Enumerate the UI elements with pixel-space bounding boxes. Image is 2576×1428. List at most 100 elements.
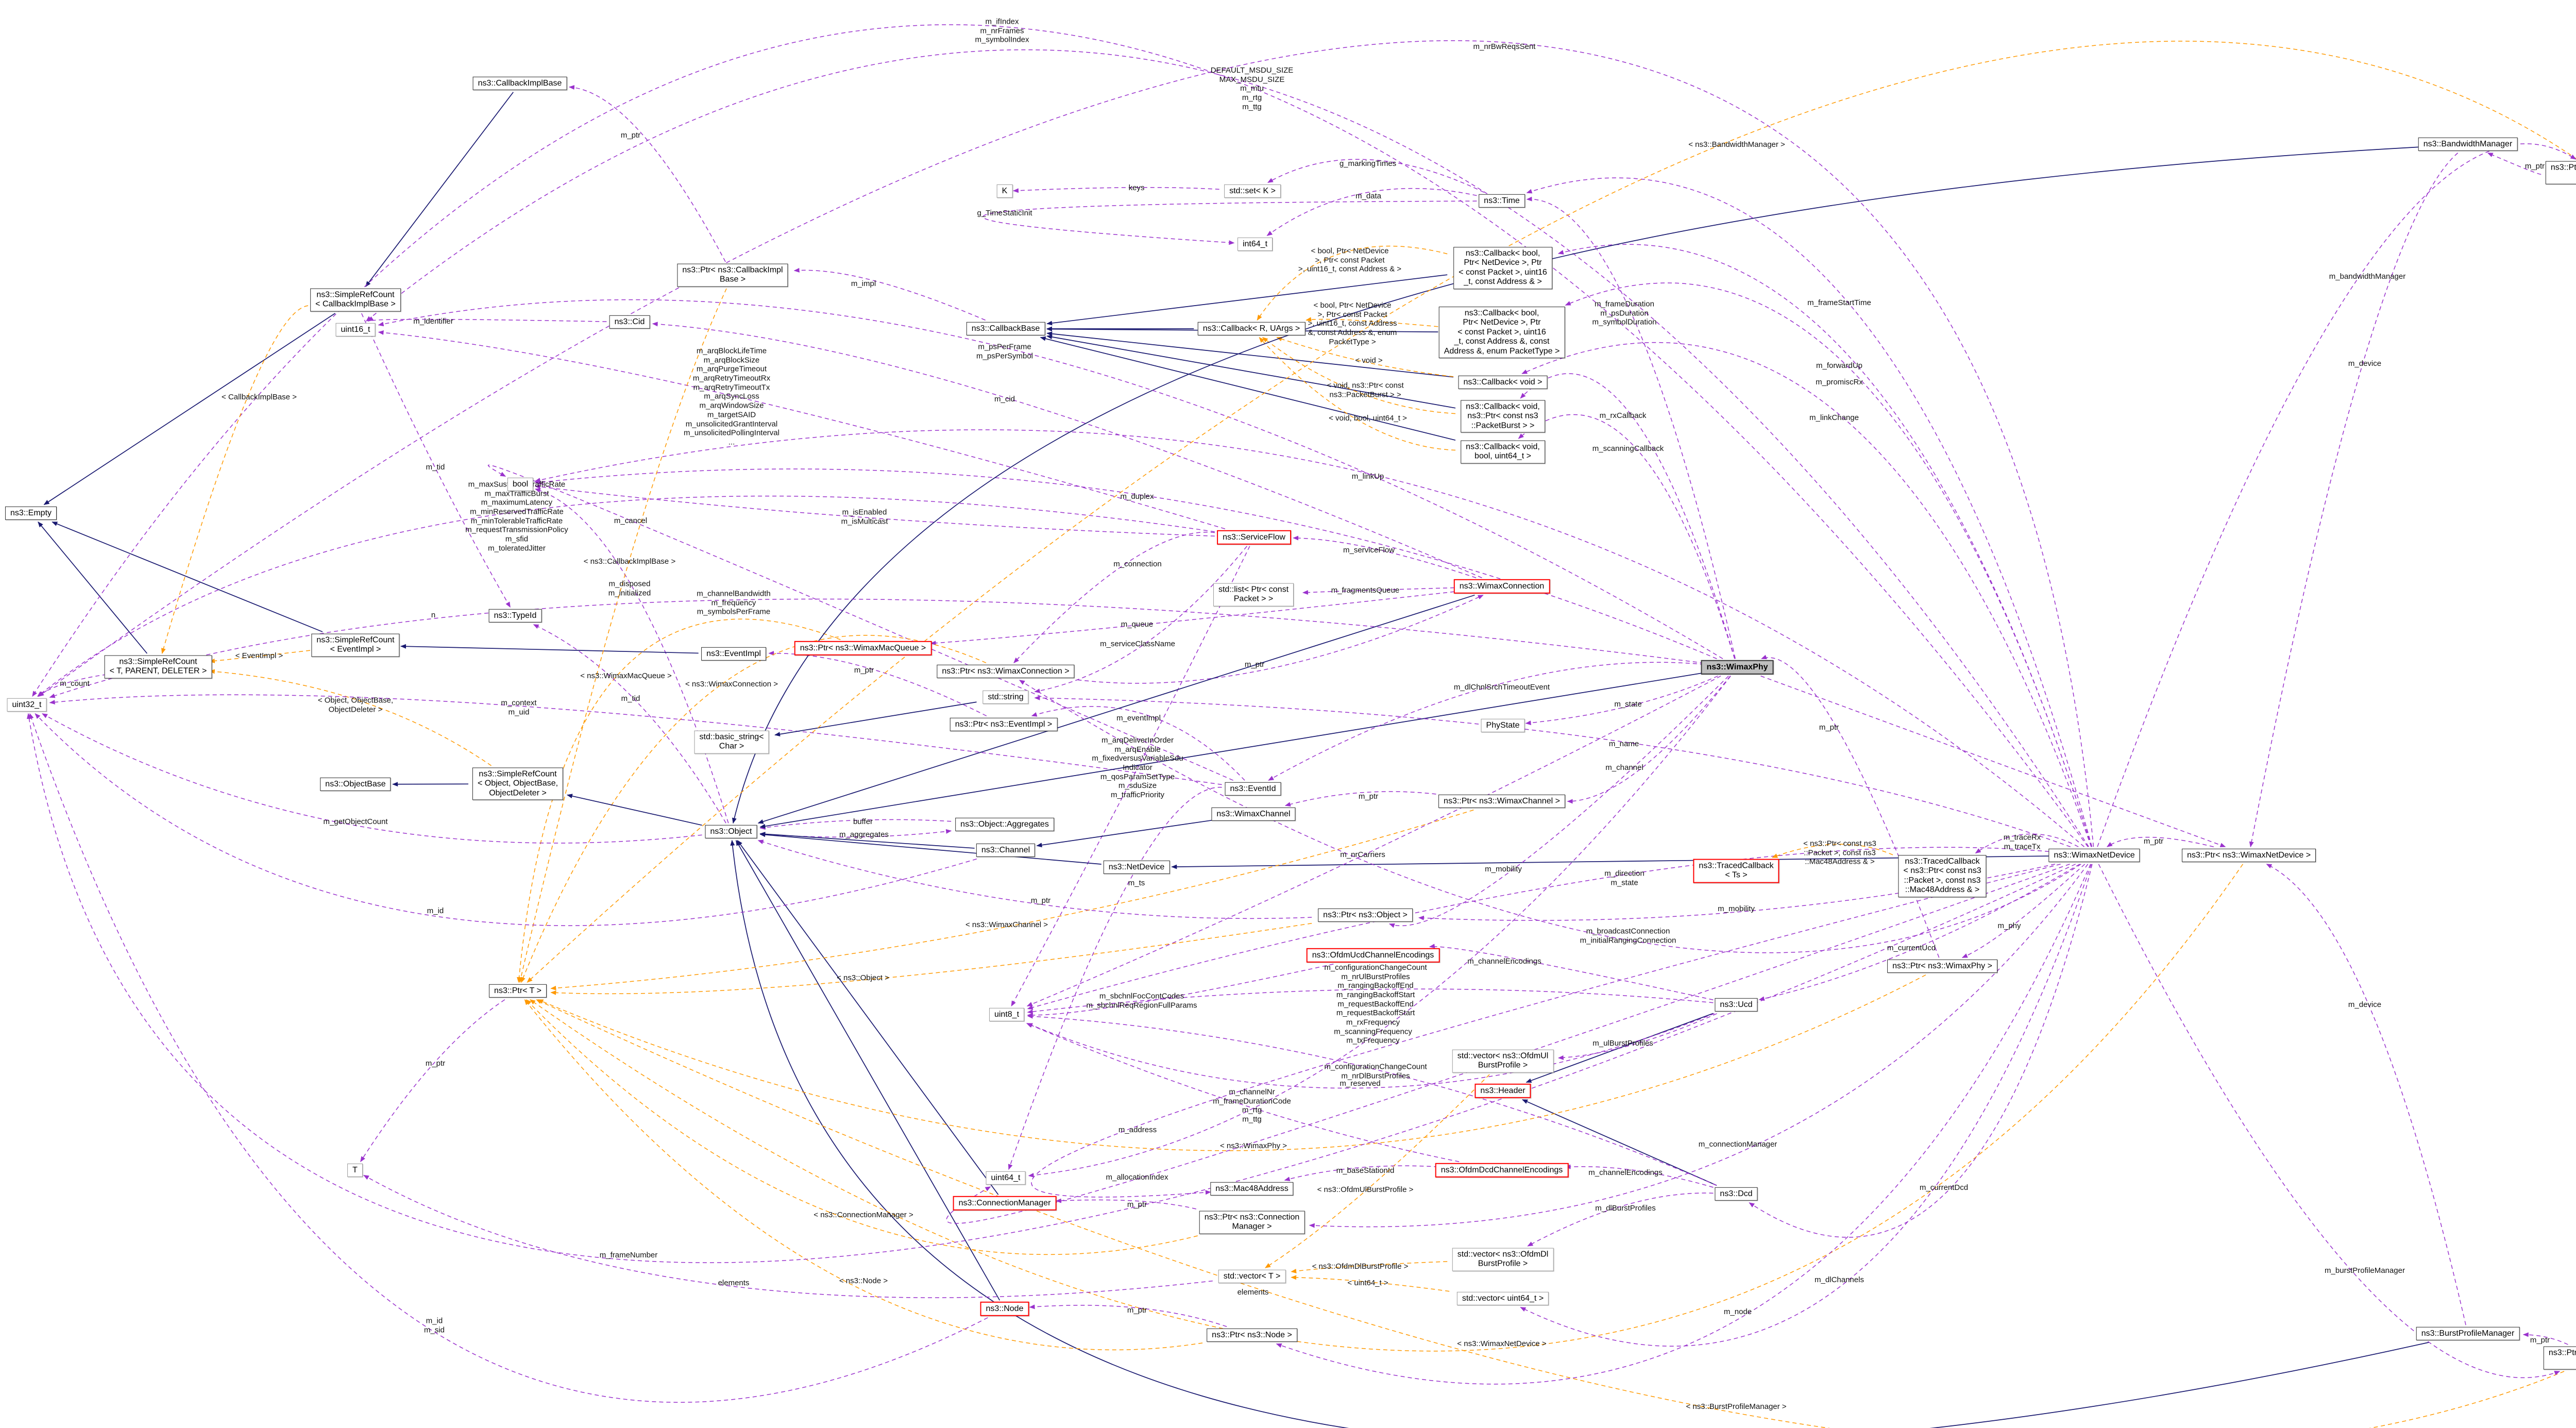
node-ptrBWM[interactable]: ns3::Ptr< ns3::Bandwidth Manager >	[2545, 161, 2576, 184]
node-ptrWMQ[interactable]: ns3::Ptr< ns3::WimaxMacQueue >	[794, 641, 932, 656]
node-channel[interactable]: ns3::Channel	[976, 843, 1036, 858]
node-string[interactable]: std::string	[982, 690, 1029, 704]
node-objBase[interactable]: ns3::ObjectBase	[320, 777, 391, 792]
edge-wmxPhy-uint64	[1028, 676, 1731, 1178]
node-ptrNode[interactable]: ns3::Ptr< ns3::Node >	[1207, 1328, 1297, 1342]
node-cb2[interactable]: ns3::Callback< bool, Ptr< NetDevice >, P…	[1438, 307, 1565, 358]
node-dcd[interactable]: ns3::Dcd	[1715, 1187, 1758, 1201]
edge-evId-bool	[487, 464, 1233, 781]
node-bwm[interactable]: ns3::BandwidthManager	[2418, 137, 2518, 152]
node-tcPM[interactable]: ns3::TracedCallback < ns3::Ptr< const ns…	[1898, 855, 1987, 897]
node-obj[interactable]: ns3::Object	[705, 825, 757, 839]
edge-vecDl-vecT	[1291, 1261, 1448, 1273]
edge-cbbu-cbBase	[1040, 336, 1456, 441]
node-evImpl[interactable]: ns3::EventImpl	[701, 647, 766, 661]
node-ptrT[interactable]: ns3::Ptr< T >	[489, 984, 547, 998]
edge-ofdmUcd-uint8	[1027, 964, 1334, 1018]
node-node[interactable]: ns3::Node	[980, 1301, 1029, 1317]
node-K[interactable]: K	[996, 184, 1013, 198]
node-ofdmUcd[interactable]: ns3::OfdmUcdChannelEncodings	[1306, 948, 1440, 963]
node-uint16[interactable]: uint16_t	[335, 323, 376, 337]
node-vecT[interactable]: std::vector< T >	[1218, 1269, 1286, 1284]
edge-wnd-ptrBWM	[2097, 143, 2576, 847]
node-typeid[interactable]: ns3::TypeId	[488, 609, 542, 623]
node-srcObj[interactable]: ns3::SimpleRefCount < Object, ObjectBase…	[472, 767, 564, 800]
node-setK[interactable]: std::set< K >	[1224, 184, 1281, 198]
node-cbv[interactable]: ns3::Callback< void >	[1458, 375, 1548, 390]
node-ptrBPM[interactable]: ns3::Ptr< ns3::BurstProfile Manager >	[2543, 1346, 2576, 1370]
node-objAgg[interactable]: ns3::Object::Aggregates	[955, 817, 1054, 832]
node-wmxConn[interactable]: ns3::WimaxConnection	[1453, 579, 1550, 594]
edge-wnd-ptrBPM	[2098, 864, 2561, 1379]
node-svcFlow[interactable]: ns3::ServiceFlow	[1217, 530, 1291, 545]
edge-ptrCIB-cbImplBase	[568, 85, 726, 262]
node-cid[interactable]: ns3::Cid	[609, 315, 650, 329]
node-connMgr[interactable]: ns3::ConnectionManager	[953, 1196, 1057, 1211]
edge-wnd-uint32	[38, 40, 2094, 847]
node-uint8[interactable]: uint8_t	[989, 1007, 1025, 1022]
node-cbpb[interactable]: ns3::Callback< void, ns3::Ptr< const ns3…	[1461, 400, 1545, 433]
edge-wnd-uint16	[365, 49, 2089, 847]
node-cbRU[interactable]: ns3::Callback< R, UArgs >	[1197, 322, 1306, 336]
node-listPkt[interactable]: std::list< Ptr< const Packet > >	[1213, 583, 1294, 607]
node-bstr[interactable]: std::basic_string< Char >	[694, 730, 769, 754]
edge-svcFlow-uint16	[378, 330, 1226, 529]
node-ptrWND[interactable]: ns3::Ptr< ns3::WimaxNetDevice >	[2181, 848, 2316, 863]
node-wmxChan[interactable]: ns3::WimaxChannel	[1211, 807, 1296, 821]
node-cbBase[interactable]: ns3::CallbackBase	[966, 322, 1045, 336]
edge-ofdmDcd-mac48	[1284, 1165, 1438, 1182]
edge-wmxPhy-obj	[759, 672, 1704, 829]
node-vecU64[interactable]: std::vector< uint64_t >	[1456, 1291, 1549, 1306]
node-time[interactable]: ns3::Time	[1479, 194, 1525, 208]
node-wmxPhy[interactable]: ns3::WimaxPhy	[1701, 660, 1774, 675]
node-wnd[interactable]: ns3::WimaxNetDevice	[2048, 848, 2140, 863]
edge-wnd-ptrNode	[1276, 864, 2091, 1385]
edge-srcObj-srcTPD	[209, 669, 492, 766]
edge-wnd-dcd	[1749, 864, 2093, 1238]
node-vecDl[interactable]: std::vector< ns3::OfdmDl BurstProfile >	[1452, 1248, 1554, 1271]
edge-cb2-cbRU	[1306, 317, 1438, 327]
node-ofdmDcd[interactable]: ns3::OfdmDcdChannelEncodings	[1435, 1163, 1569, 1178]
node-ptrCIB[interactable]: ns3::Ptr< ns3::CallbackImpl Base >	[677, 263, 788, 287]
edge-obj-srcObj	[566, 794, 702, 826]
node-int64[interactable]: int64_t	[1237, 237, 1273, 251]
node-srcCIB[interactable]: ns3::SimpleRefCount < CallbackImplBase >	[310, 288, 401, 312]
node-ptrEvI[interactable]: ns3::Ptr< ns3::EventImpl >	[950, 717, 1058, 732]
edge-ptrWC-wmxConn	[1077, 595, 1484, 684]
edge-tcPM-tcTs	[1772, 844, 1893, 858]
node-ptrWChan[interactable]: ns3::Ptr< ns3::WimaxChannel >	[1438, 794, 1565, 809]
node-phyState[interactable]: PhyState	[1481, 718, 1525, 733]
edge-wnd-bool	[534, 429, 2084, 847]
edge-objAgg-obj	[759, 819, 952, 830]
node-ptrCM[interactable]: ns3::Ptr< ns3::Connection Manager >	[1199, 1211, 1305, 1234]
edge-wmxChan-channel	[1036, 819, 1212, 848]
node-cbbu[interactable]: ns3::Callback< void, bool, uint64_t >	[1461, 440, 1545, 464]
edge-cb1-cbRU	[1257, 245, 1448, 321]
edge-wnd-uint32	[32, 24, 2089, 847]
node-evId[interactable]: ns3::EventId	[1225, 782, 1281, 796]
node-mac48[interactable]: ns3::Mac48Address	[1210, 1182, 1294, 1196]
node-bool[interactable]: bool	[507, 477, 534, 492]
node-bpm[interactable]: ns3::BurstProfileManager	[2416, 1326, 2520, 1341]
node-cb1[interactable]: ns3::Callback< bool, Ptr< NetDevice >, P…	[1453, 247, 1552, 289]
node-netdev[interactable]: ns3::NetDevice	[1103, 860, 1170, 875]
node-srcEvt[interactable]: ns3::SimpleRefCount < EventImpl >	[311, 633, 400, 657]
node-empty[interactable]: ns3::Empty	[5, 506, 57, 520]
edge-dcd-vecDl	[1527, 1192, 1714, 1247]
edge-cbpb-cbRU	[1262, 337, 1456, 414]
node-ptrWC[interactable]: ns3::Ptr< ns3::WimaxConnection >	[937, 664, 1075, 679]
node-srcTPD[interactable]: ns3::SimpleRefCount < T, PARENT, DELETER…	[104, 655, 212, 679]
edge-srcCIB-srcTPD	[161, 305, 309, 654]
node-uint64[interactable]: uint64_t	[986, 1171, 1026, 1185]
node-uint32[interactable]: uint32_t	[7, 698, 47, 712]
edge-wnd-cbv	[1521, 342, 2092, 847]
node-cbImplBase[interactable]: ns3::CallbackImplBase	[472, 76, 567, 91]
node-vecUl[interactable]: std::vector< ns3::OfdmUl BurstProfile >	[1452, 1049, 1554, 1073]
node-ptrObj[interactable]: ns3::Ptr< ns3::Object >	[1318, 908, 1413, 922]
node-hdr[interactable]: ns3::Header	[1475, 1083, 1531, 1099]
node-tcTs[interactable]: ns3::TracedCallback < Ts >	[1693, 859, 1780, 883]
node-ptrWPhy[interactable]: ns3::Ptr< ns3::WimaxPhy >	[1887, 959, 1997, 973]
edge-srcEvt-srcTPD	[209, 650, 311, 663]
node-T[interactable]: T	[347, 1163, 363, 1178]
node-ucd[interactable]: ns3::Ucd	[1715, 998, 1758, 1012]
